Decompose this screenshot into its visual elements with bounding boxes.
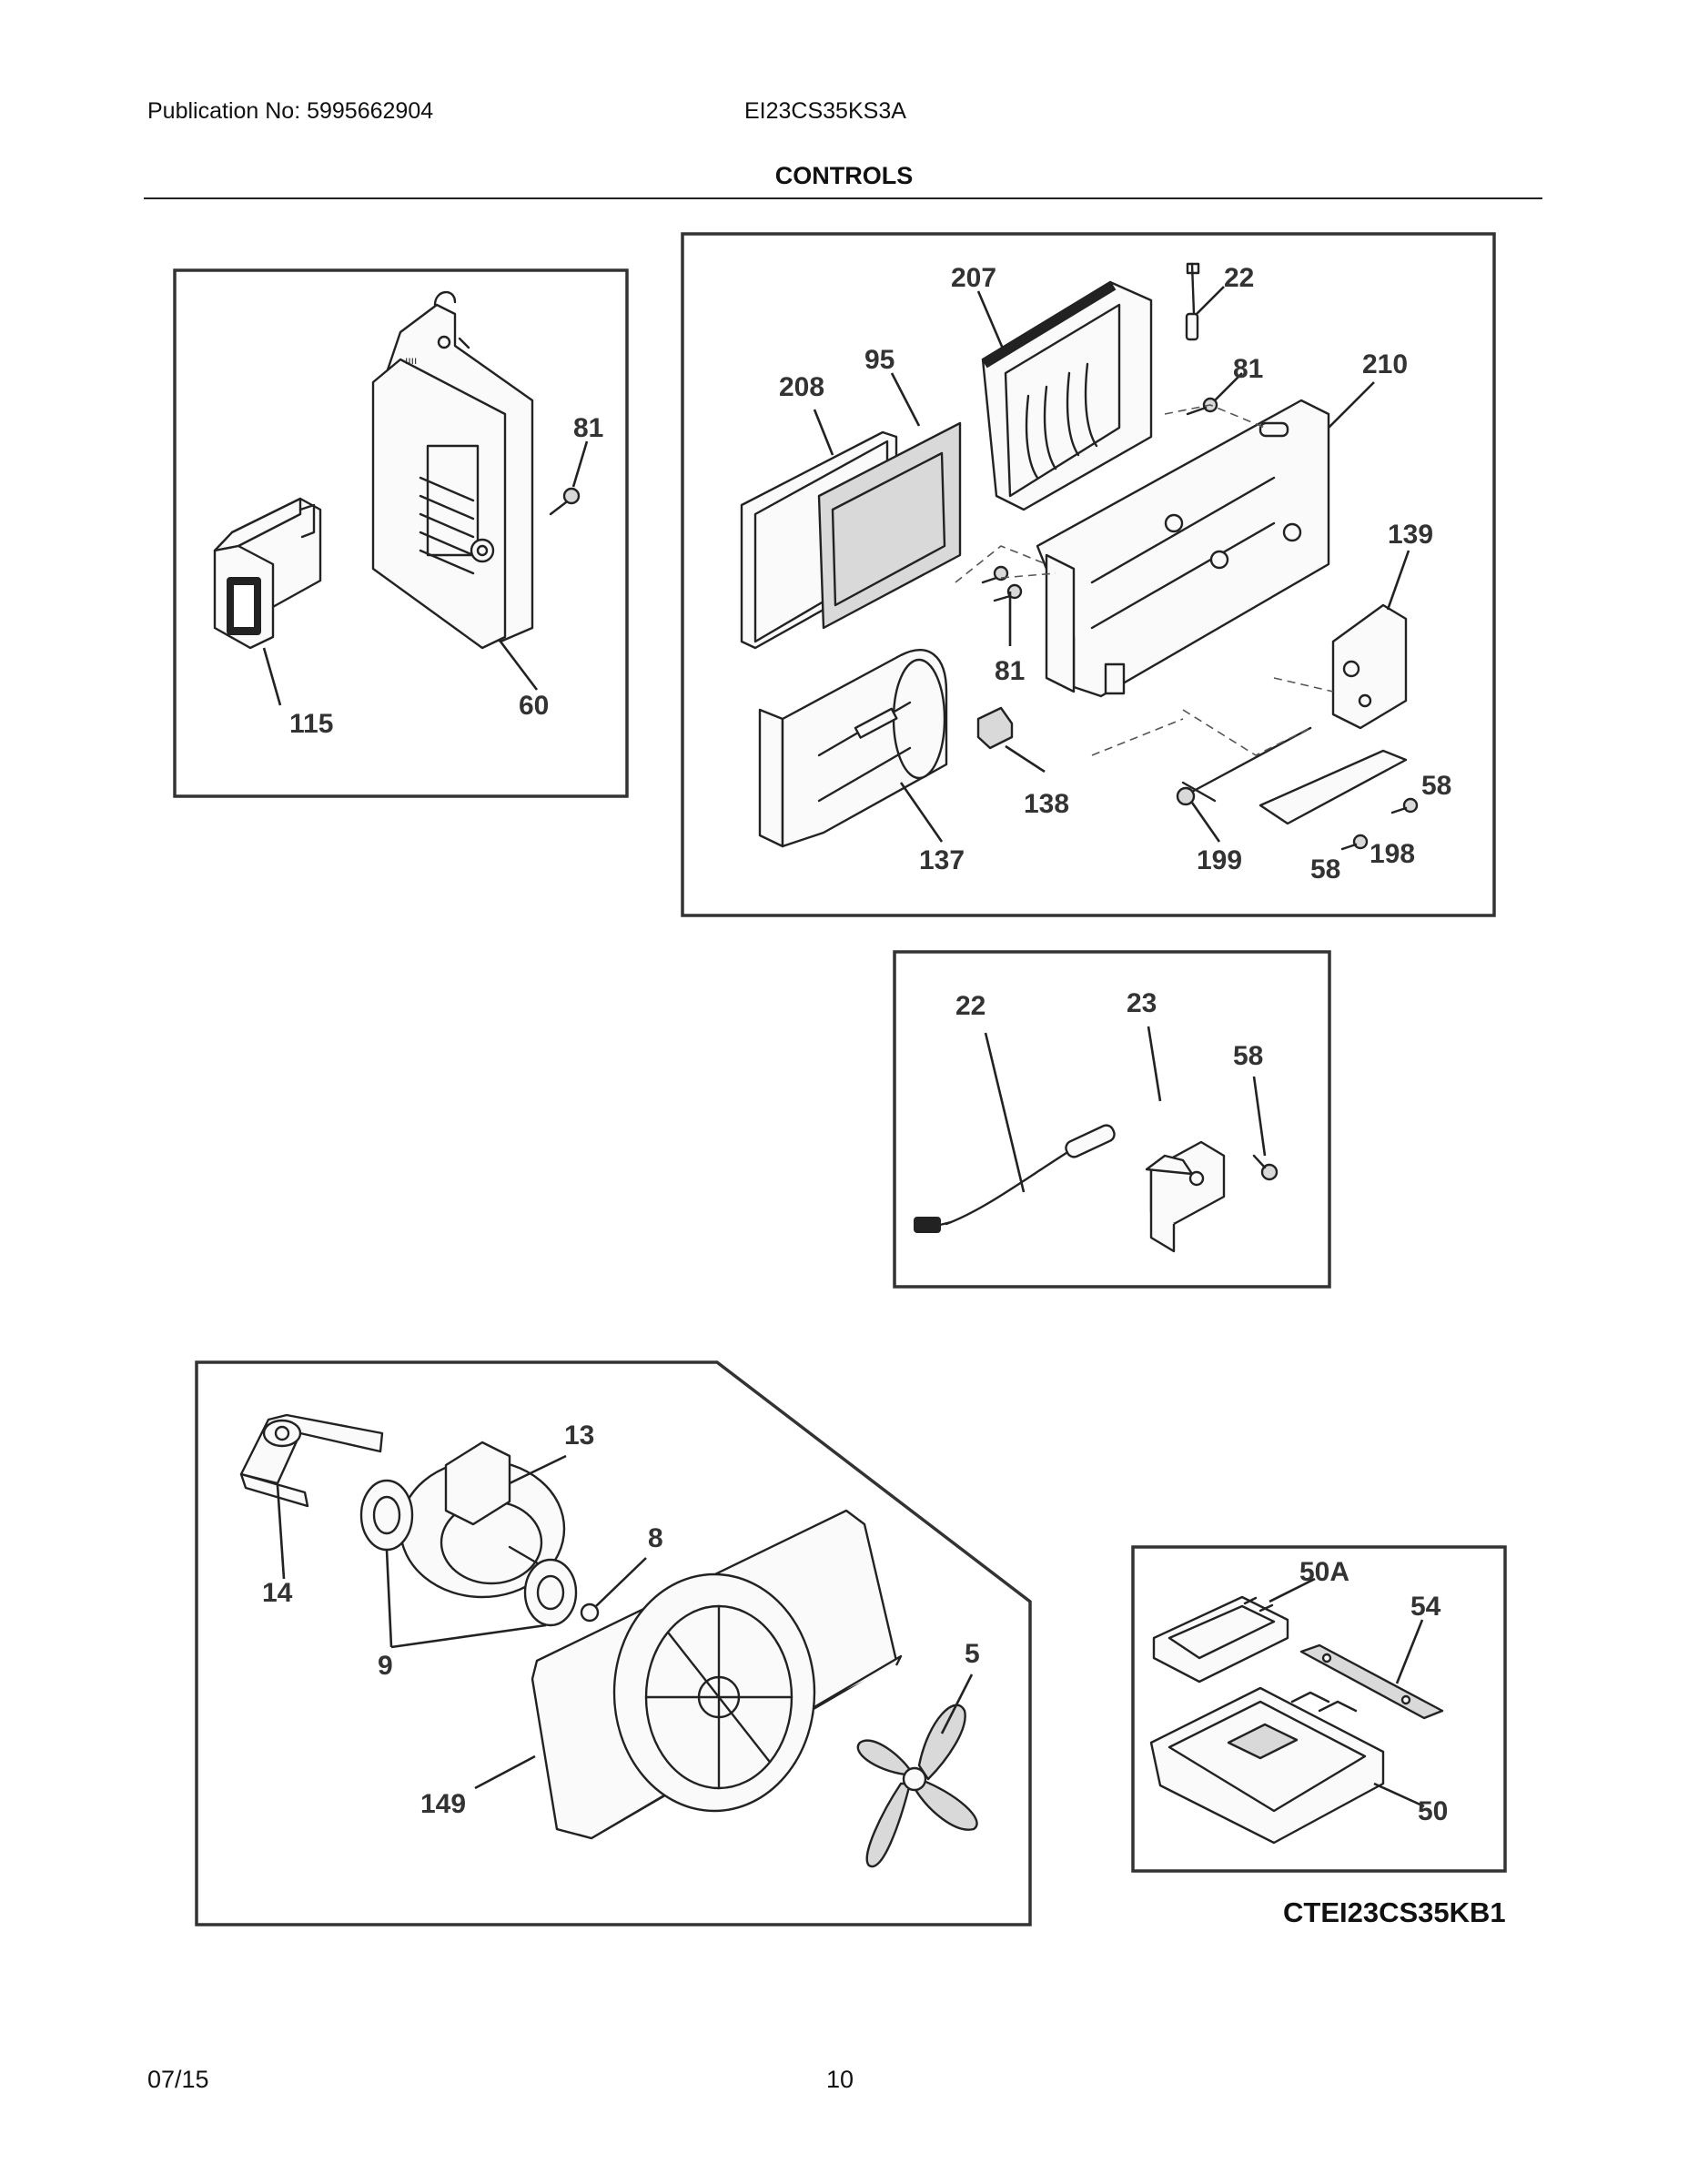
part-95-drawing: [817, 421, 962, 630]
part-149-housing-drawing: [531, 1509, 903, 1840]
callout-81-c: 81: [995, 656, 1025, 686]
part-8-washer-drawing: [580, 1603, 600, 1623]
part-9-wheels-drawing: [359, 1479, 578, 1627]
panel-lower-right-frame: [1131, 1545, 1507, 1873]
publication-number: Publication No: 5995662904: [147, 98, 434, 124]
panel-upper-left: ıııı: [173, 268, 629, 798]
part-5-fan-blade-drawing: [856, 1704, 978, 1868]
callout-95: 95: [864, 345, 895, 375]
diagram-code: CTEI23CS35KB1: [1283, 1896, 1506, 1928]
screws-upper-right: [981, 397, 1419, 851]
part-50A-drawing: [1152, 1595, 1289, 1684]
footer-page-number: 10: [826, 2066, 854, 2093]
panel-upper-left-frame: [173, 268, 629, 798]
callout-115: 115: [289, 709, 333, 739]
part-139-drawing: [1331, 603, 1408, 730]
callout-139: 139: [1388, 520, 1433, 550]
callout-137: 137: [919, 845, 965, 875]
part-54-drawing: [1299, 1643, 1444, 1720]
callout-50: 50: [1418, 1796, 1448, 1826]
callout-149: 149: [420, 1789, 466, 1819]
part-22-sensor-drawing: [1185, 262, 1200, 341]
callout-208: 208: [779, 372, 824, 402]
panel-upper-right-frame: [681, 232, 1496, 917]
callout-50A: 50A: [1299, 1557, 1349, 1587]
callout-58-b: 58: [1310, 854, 1340, 885]
panel-lower-right: [1131, 1545, 1507, 1873]
callout-22-a: 22: [1224, 263, 1254, 293]
part-115-drawing: [213, 497, 322, 650]
page-title: CONTROLS: [774, 162, 914, 189]
callout-81-a: 81: [573, 413, 603, 443]
part-13-motor-drawing: [399, 1441, 566, 1599]
header-rule: [144, 197, 1542, 199]
part-207-drawing: [981, 280, 1153, 511]
callout-5: 5: [965, 1639, 980, 1669]
part-81-screw-a: [549, 487, 581, 516]
part-58-screw-middle: [1252, 1154, 1279, 1181]
panel-middle-frame: [893, 950, 1331, 1289]
part-137-drawing: [758, 649, 948, 848]
callout-60: 60: [519, 691, 549, 721]
callout-81-b: 81: [1233, 354, 1263, 384]
callout-210: 210: [1362, 349, 1408, 379]
plate-drawing: [1258, 749, 1408, 825]
footer-date: 07/15: [147, 2066, 209, 2093]
leaders-upper-right: [813, 286, 1410, 843]
part-60-drawing: ıııı: [371, 290, 534, 650]
part-138-drawing: [976, 706, 1014, 750]
panel-lower-left-frame: [195, 1360, 1032, 1926]
callout-207: 207: [951, 263, 996, 293]
callout-14: 14: [262, 1578, 293, 1608]
callout-22-b: 22: [955, 991, 986, 1021]
panel-upper-right: [681, 232, 1496, 917]
leaders-lower-left: [276, 1454, 974, 1790]
assembly-lines: [955, 404, 1334, 756]
callout-23: 23: [1127, 988, 1157, 1018]
callout-199: 199: [1197, 845, 1242, 875]
model-number: EI23CS35KS3A: [744, 98, 906, 124]
callout-54: 54: [1410, 1592, 1441, 1622]
svg-text:ıııı: ıııı: [405, 354, 417, 367]
callout-58-a: 58: [1421, 771, 1451, 801]
panel-lower-left: [195, 1360, 1032, 1926]
part-22-cable-drawing: [914, 1124, 1116, 1233]
part-210-drawing: [1036, 399, 1330, 698]
callout-8: 8: [648, 1523, 663, 1553]
leaders-lower-right: [1269, 1577, 1425, 1808]
callout-13: 13: [564, 1421, 594, 1451]
callout-58-c: 58: [1233, 1041, 1263, 1071]
callout-9: 9: [378, 1651, 393, 1681]
part-14-drawing: [239, 1413, 384, 1508]
part-23-drawing: [1145, 1140, 1226, 1253]
callout-198: 198: [1370, 839, 1415, 869]
part-50-drawing: [1149, 1686, 1385, 1845]
callouts: 81 115 60 207 22 208 95 81 210 139 81 13…: [262, 263, 1451, 1826]
panel-middle: [893, 950, 1331, 1289]
callout-138: 138: [1024, 789, 1069, 819]
